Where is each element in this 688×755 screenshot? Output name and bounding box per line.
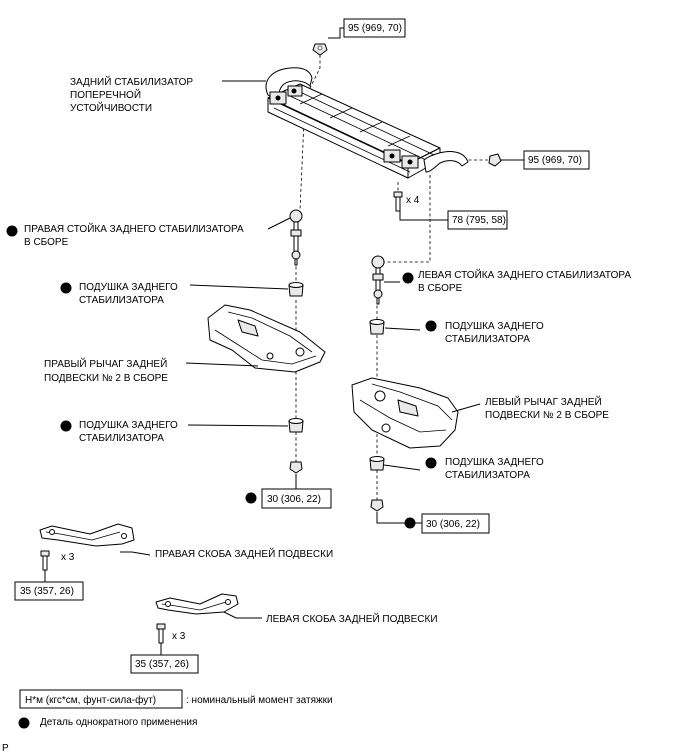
right-link-drawing (289, 209, 303, 266)
svg-text:95 (969, 70): 95 (969, 70) (528, 155, 582, 166)
left-bushing-lower-drawing (369, 456, 385, 471)
corner-letter: P (2, 743, 9, 754)
svg-text:СТАБИЛИЗАТОРА: СТАБИЛИЗАТОРА (445, 334, 530, 345)
single-use-marker (425, 457, 437, 469)
svg-text:78 (795, 58): 78 (795, 58) (452, 215, 506, 226)
left-bracket-bolt-icon (156, 623, 166, 644)
torque-box-top-nut: 95 (969, 70) (343, 18, 406, 38)
svg-text:ПРАВАЯ СТОЙКА ЗАДНЕГО СТАБИЛИЗ: ПРАВАЯ СТОЙКА ЗАДНЕГО СТАБИЛИЗАТОРА (24, 222, 244, 235)
label-left-bracket: ЛЕВАЯ СКОБА ЗАДНЕЙ ПОДВЕСКИ (266, 612, 438, 625)
left-arm-drawing (351, 377, 459, 449)
single-use-marker (18, 717, 30, 729)
svg-text:ПРАВЫЙ РЫЧАГ ЗАДНЕЙ: ПРАВЫЙ РЫЧАГ ЗАДНЕЙ (44, 357, 167, 370)
label-left-link: ЛЕВАЯ СТОЙКА ЗАДНЕГО СТАБИЛИЗАТОРА В СБО… (402, 268, 631, 294)
single-use-marker (425, 320, 437, 332)
svg-text:СТАБИЛИЗАТОРА: СТАБИЛИЗАТОРА (79, 433, 164, 444)
right-bushing-lower-drawing (288, 418, 304, 433)
svg-text:30 (306, 22): 30 (306, 22) (267, 494, 321, 505)
legend-torque: Н*м (кгс*см, фунт-сила-фут) : номинальны… (19, 689, 333, 709)
legend-single-use: Деталь однократного применения (18, 717, 197, 729)
svg-text:Деталь однократного применения: Деталь однократного применения (40, 717, 197, 728)
label-rear-stabilizer-bar: ЗАДНИЙ СТАБИЛИЗАТОР ПОПЕРЕЧНОЙ УСТОЙЧИВО… (70, 75, 193, 114)
svg-text:СТАБИЛИЗАТОРА: СТАБИЛИЗАТОРА (445, 470, 530, 481)
svg-text:ПОДВЕСКИ № 2 В СБОРЕ: ПОДВЕСКИ № 2 В СБОРЕ (44, 373, 168, 384)
single-use-marker (60, 282, 72, 294)
svg-text:ПОДУШКА ЗАДНЕГО: ПОДУШКА ЗАДНЕГО (79, 282, 178, 293)
svg-text:Н*м (кгс*см, фунт-сила-фут): Н*м (кгс*см, фунт-сила-фут) (25, 694, 156, 706)
qty-right-bracket-bolts: x 3 (61, 552, 75, 563)
svg-text:: номинальный момент затяжки: : номинальный момент затяжки (186, 695, 333, 706)
single-use-marker (6, 225, 18, 237)
bar-bolt-icon (393, 191, 403, 212)
torque-box-right-link-nut: 30 (306, 22) (245, 488, 332, 509)
svg-text:ЛЕВАЯ СТОЙКА ЗАДНЕГО СТАБИЛИЗА: ЛЕВАЯ СТОЙКА ЗАДНЕГО СТАБИЛИЗАТОРА (418, 268, 631, 281)
label-right-bracket: ПРАВАЯ СКОБА ЗАДНЕЙ ПОДВЕСКИ (155, 547, 333, 560)
right-link-nut-icon (289, 461, 303, 474)
rear-stabilizer-bar-drawing (265, 67, 469, 179)
svg-text:ПОДУШКА ЗАДНЕГО: ПОДУШКА ЗАДНЕГО (445, 321, 544, 332)
label-left-arm: ЛЕВЫЙ РЫЧАГ ЗАДНЕЙ ПОДВЕСКИ № 2 В СБОРЕ (485, 395, 609, 421)
right-bushing-upper-drawing (288, 282, 304, 297)
label-right-bushing-lower: ПОДУШКА ЗАДНЕГО СТАБИЛИЗАТОРА (60, 420, 178, 444)
right-nut-icon (488, 153, 502, 167)
svg-text:35 (357, 26): 35 (357, 26) (20, 586, 74, 597)
svg-text:В СБОРЕ: В СБОРЕ (418, 283, 463, 294)
svg-text:УСТОЙЧИВОСТИ: УСТОЙЧИВОСТИ (70, 101, 152, 114)
left-link-nut-icon (370, 499, 384, 512)
label-right-bushing-upper: ПОДУШКА ЗАДНЕГО СТАБИЛИЗАТОРА (60, 282, 178, 306)
left-bracket-drawing (155, 593, 239, 615)
label-left-bushing-upper: ПОДУШКА ЗАДНЕГО СТАБИЛИЗАТОРА (425, 320, 544, 345)
svg-text:ПОДУШКА ЗАДНЕГО: ПОДУШКА ЗАДНЕГО (79, 420, 178, 431)
torque-box-left-bracket-bolts: 35 (357, 26) (130, 654, 199, 674)
svg-text:ЛЕВЫЙ РЫЧАГ ЗАДНЕЙ: ЛЕВЫЙ РЫЧАГ ЗАДНЕЙ (485, 395, 602, 408)
single-use-marker (60, 420, 72, 432)
torque-box-right-bracket-bolts: 35 (357, 26) (14, 581, 84, 601)
svg-text:95 (969, 70): 95 (969, 70) (348, 23, 402, 34)
left-link-drawing (371, 255, 385, 305)
single-use-marker (402, 272, 414, 284)
left-bushing-upper-drawing (369, 319, 385, 335)
label-right-link: ПРАВАЯ СТОЙКА ЗАДНЕГО СТАБИЛИЗАТОРА В СБ… (6, 222, 244, 248)
svg-text:В СБОРЕ: В СБОРЕ (24, 237, 69, 248)
right-arm-drawing (207, 304, 326, 373)
label-left-bushing-lower: ПОДУШКА ЗАДНЕГО СТАБИЛИЗАТОРА (425, 457, 544, 481)
qty-left-bracket-bolts: x 3 (172, 631, 186, 642)
torque-box-left-link-nut: 30 (306, 22) (404, 513, 490, 534)
label-right-arm: ПРАВЫЙ РЫЧАГ ЗАДНЕЙ ПОДВЕСКИ № 2 В СБОРЕ (44, 357, 168, 384)
svg-text:ПОДВЕСКИ № 2 В СБОРЕ: ПОДВЕСКИ № 2 В СБОРЕ (485, 410, 609, 421)
svg-text:ЗАДНИЙ СТАБИЛИЗАТОР: ЗАДНИЙ СТАБИЛИЗАТОР (70, 75, 193, 88)
right-bracket-bolt-icon (40, 550, 50, 571)
single-use-marker (245, 492, 257, 504)
svg-text:ПОПЕРЕЧНОЙ: ПОПЕРЕЧНОЙ (70, 88, 141, 101)
svg-text:35 (357, 26): 35 (357, 26) (135, 659, 189, 670)
top-nut-icon (312, 43, 328, 56)
qty-bar-bolts: x 4 (406, 195, 420, 206)
single-use-marker (404, 517, 416, 529)
torque-box-bar-bolts: 78 (795, 58) (447, 210, 508, 230)
svg-text:СТАБИЛИЗАТОРА: СТАБИЛИЗАТОРА (79, 295, 164, 306)
torque-box-right-nut: 95 (969, 70) (523, 150, 590, 170)
svg-text:30 (306, 22): 30 (306, 22) (426, 519, 480, 530)
svg-text:ПОДУШКА ЗАДНЕГО: ПОДУШКА ЗАДНЕГО (445, 457, 544, 468)
right-bracket-drawing (39, 523, 135, 547)
